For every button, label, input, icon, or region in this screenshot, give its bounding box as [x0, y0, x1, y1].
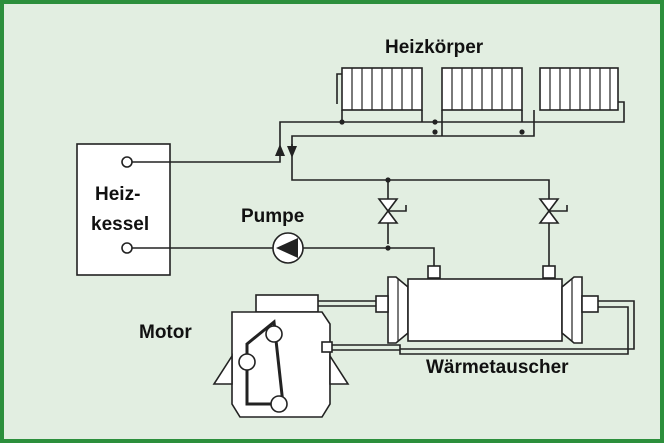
return-pipe — [132, 245, 435, 266]
engine — [212, 294, 350, 418]
flow-pipe — [132, 144, 550, 199]
pump-symbol — [272, 232, 304, 264]
coolant-lines — [318, 300, 635, 355]
pump-label: Pumpe — [241, 206, 305, 227]
boiler-label-line2: kessel — [91, 214, 150, 235]
boiler — [76, 143, 171, 276]
valve-right — [538, 198, 568, 266]
radiator-1 — [341, 67, 423, 111]
radiators-label: Heizkörper — [385, 37, 484, 58]
valve-left — [377, 198, 407, 244]
radiator-3 — [539, 67, 619, 111]
heating-schematic — [76, 67, 635, 418]
engine-label: Motor — [139, 322, 192, 343]
radiator-2 — [441, 67, 523, 111]
boiler-label-line1: Heiz- — [95, 184, 141, 205]
heat-exchanger-label: Wärmetauscher — [426, 357, 569, 378]
heat-exchanger — [375, 265, 599, 344]
radiator-piping — [279, 73, 625, 152]
